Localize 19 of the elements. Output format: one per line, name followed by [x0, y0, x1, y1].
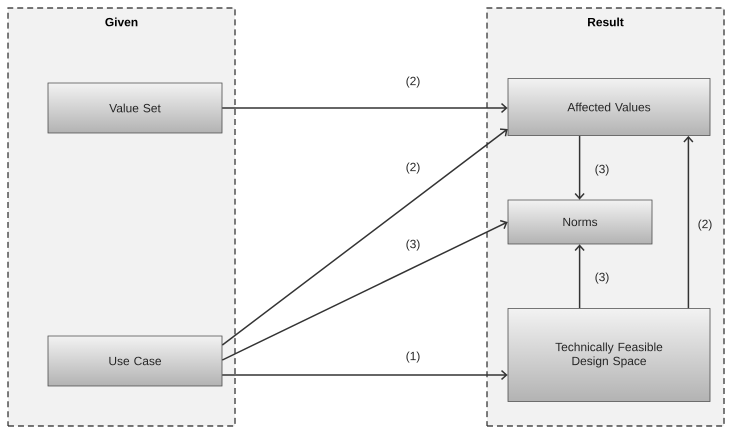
process-box: Norms	[508, 200, 652, 244]
arrow	[222, 102, 508, 114]
arrow	[222, 128, 508, 346]
edge-label: (2)	[404, 161, 422, 175]
edge-label: (2)	[696, 218, 714, 232]
edge-label: (2)	[404, 75, 422, 89]
edge-label: (3)	[594, 163, 610, 177]
arrow	[222, 370, 508, 380]
process-box: Affected Values	[508, 78, 710, 136]
arrow	[574, 244, 585, 308]
process-box: Technically Feasible Design Space	[508, 308, 710, 402]
process-box: Use Case	[48, 336, 222, 386]
edge-label: (1)	[404, 350, 422, 364]
arrow	[683, 136, 694, 308]
arrow	[222, 220, 508, 361]
process-box: Value Set	[48, 82, 222, 134]
edge-label: (3)	[404, 238, 422, 252]
arrow	[574, 136, 585, 200]
edge-label: (3)	[594, 271, 610, 285]
